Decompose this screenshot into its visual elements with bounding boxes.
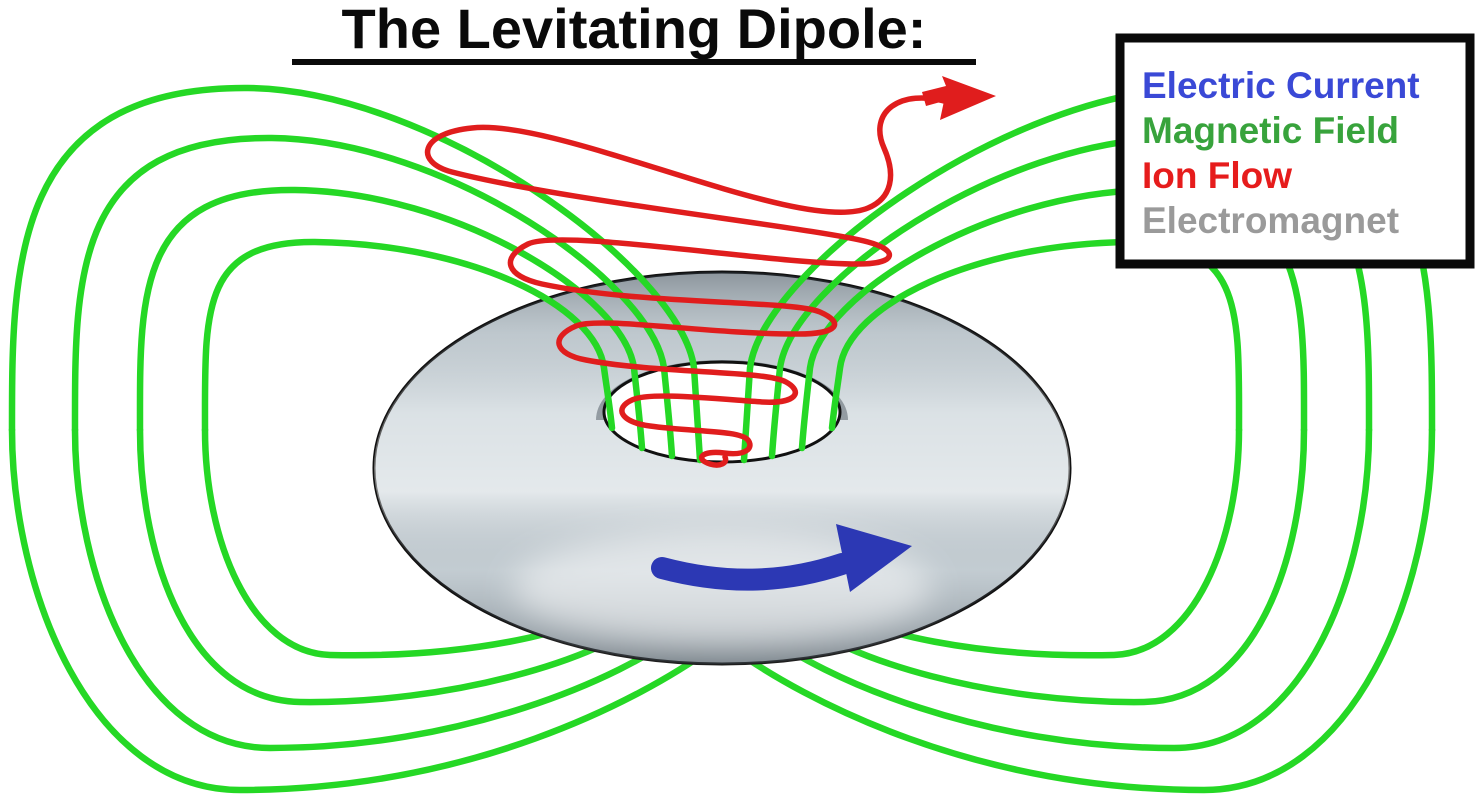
magnetic-field-line [788, 426, 1308, 706]
legend: Electric Current Magnetic Field Ion Flow… [1115, 33, 1475, 269]
legend-item-electric-current: Electric Current [1142, 65, 1420, 106]
magnetic-field-lines-back [8, 426, 1436, 794]
ion-flow-spiral [424, 95, 951, 468]
ion-flow-arrowhead-icon [922, 76, 996, 120]
legend-item-ion-flow: Ion Flow [1142, 155, 1292, 196]
magnetic-field-line [8, 426, 716, 794]
electric-current-arrow-shaft [651, 553, 853, 591]
magnetic-field-line [71, 134, 676, 460]
magnetic-field-line [8, 84, 704, 464]
legend-item-magnetic-field: Magnetic Field [1142, 110, 1399, 151]
magnetic-field-line [136, 186, 646, 452]
magnetic-field-line [201, 238, 616, 434]
magnetic-field-line [798, 186, 1308, 452]
legend-box [1115, 33, 1475, 269]
electric-current-arrow [651, 524, 912, 592]
magnetic-field-line [828, 238, 1243, 434]
magnetic-field-line [71, 426, 688, 752]
magnetic-field-line [728, 426, 1436, 794]
magnetic-field-line [756, 426, 1373, 752]
magnetic-field-line [136, 426, 656, 706]
ion-flow [424, 76, 996, 468]
electric-current-arrowhead-icon [836, 524, 912, 592]
legend-item-electromagnet: Electromagnet [1142, 200, 1399, 241]
page-title: The Levitating Dipole: [342, 0, 927, 60]
